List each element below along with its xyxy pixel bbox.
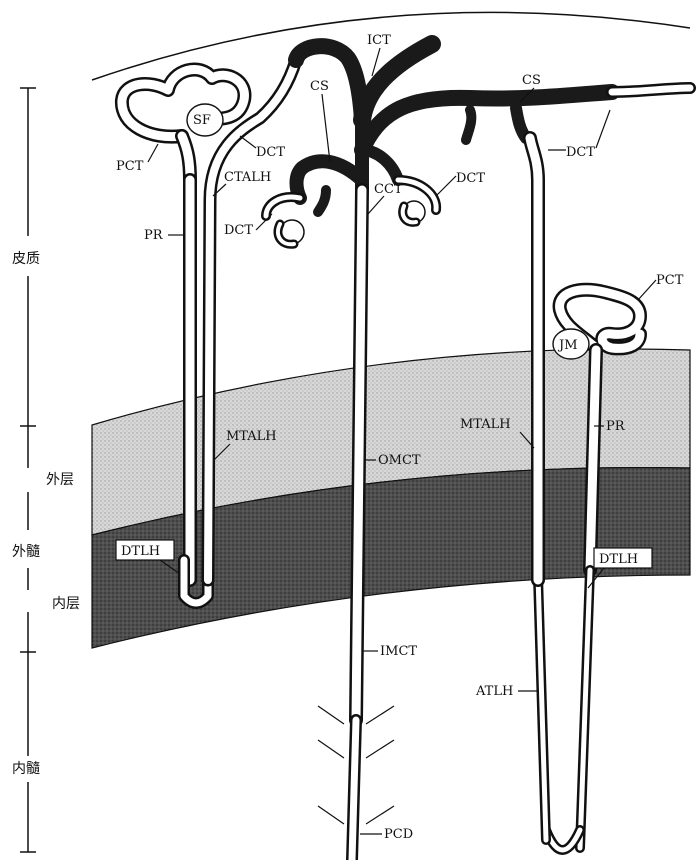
label-dct-right: DCT: [566, 145, 595, 160]
label-atlh: ATLH: [475, 684, 513, 699]
label-pcd: PCD: [384, 827, 413, 842]
label-sf: SF: [193, 113, 211, 128]
label-ctalh: CTALH: [224, 170, 271, 185]
label-jm: JM: [557, 338, 578, 353]
zone-inner-stripe: 内层: [52, 596, 80, 612]
collecting-system: [296, 44, 612, 212]
label-cs-left: CS: [310, 79, 329, 94]
label-pr-right: PR: [606, 419, 626, 434]
zone-outer-medulla: 外髓: [12, 544, 40, 560]
label-omct: OMCT: [378, 453, 421, 468]
label-pr-left: PR: [144, 228, 164, 243]
label-mtalh-right: MTALH: [460, 417, 511, 432]
label-dct-3: DCT: [224, 223, 253, 238]
zone-inner-medulla: 内髓: [12, 761, 40, 777]
label-dct-2: DCT: [456, 171, 485, 186]
label-ict: ICT: [367, 33, 391, 48]
label-mtalh-left: MTALH: [226, 429, 277, 444]
label-dtlh-right: DTLH: [599, 552, 638, 567]
label-pct-left: PCT: [116, 159, 144, 174]
zone-outer-stripe: 外层: [46, 472, 74, 488]
zone-cortex: 皮质: [12, 251, 40, 267]
label-cs-right: CS: [522, 73, 541, 88]
label-dct-1: DCT: [256, 145, 285, 160]
label-imct: IMCT: [380, 644, 417, 659]
label-cct: CCT: [374, 182, 403, 197]
label-dtlh-left: DTLH: [121, 544, 160, 559]
label-pct-right: PCT: [656, 273, 684, 288]
zone-scale: [20, 88, 36, 852]
